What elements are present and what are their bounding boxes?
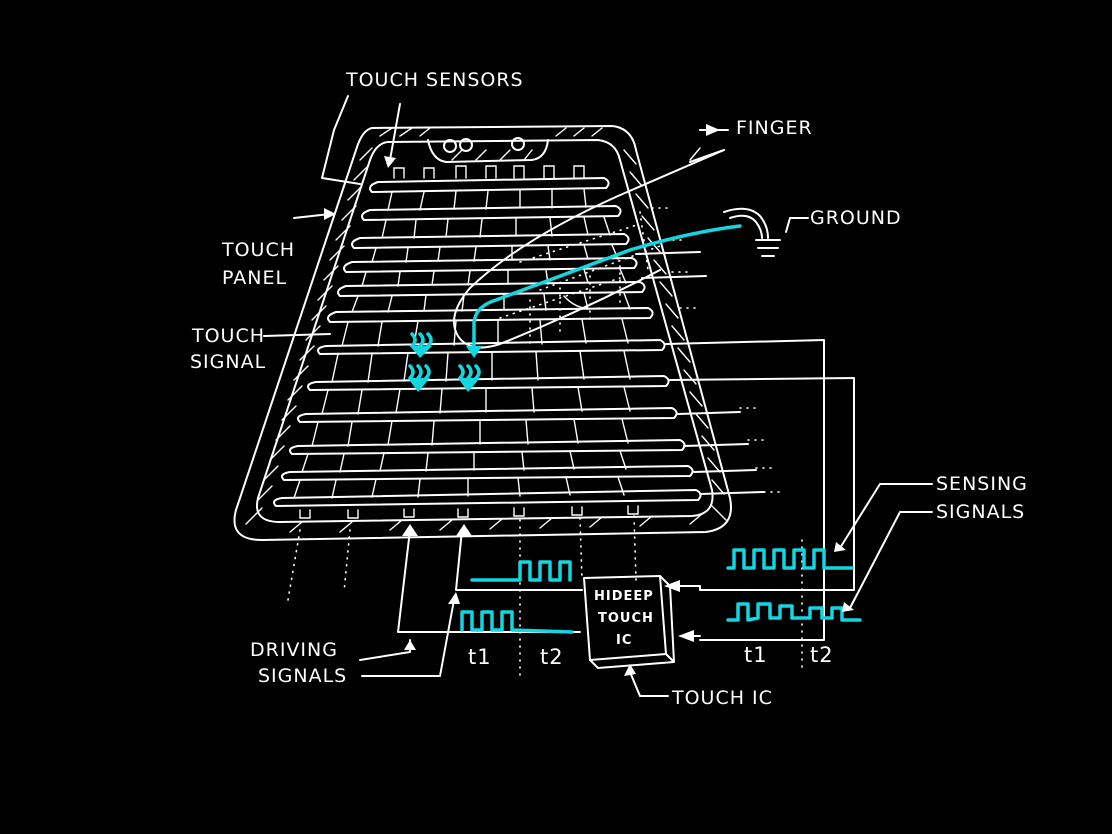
touch-panel-body — [233, 125, 732, 541]
wiring — [397, 251, 855, 642]
driving-waveform-upper — [470, 560, 572, 582]
label-ground: GROUND — [810, 207, 902, 229]
label-driving-signals-2: SIGNALS — [258, 665, 347, 687]
label-sensing-signals-1: SENSING — [936, 473, 1028, 495]
label-sensing-signals-2: SIGNALS — [936, 501, 1025, 523]
label-pointers — [263, 95, 933, 697]
arrow-head-icon — [408, 364, 431, 392]
timing-right-t2: t2 — [810, 643, 834, 667]
touch-signal-arrows — [408, 332, 481, 392]
timing-left-t1: t1 — [468, 645, 492, 669]
label-touch-sensors: TOUCH SENSORS — [345, 69, 524, 91]
driving-waveform-lower — [460, 610, 574, 634]
sensor-grid — [273, 165, 803, 681]
finger-outline-icon — [453, 147, 725, 349]
timing-left-t2: t2 — [540, 645, 564, 669]
label-touch-ic: TOUCH IC — [671, 687, 773, 709]
speaker-notch — [379, 127, 603, 163]
label-driving-signals-1: DRIVING — [250, 639, 338, 661]
chip-line-2: TOUCH — [598, 611, 654, 626]
ground-symbol-icon — [723, 207, 781, 257]
touch-current-path — [466, 224, 742, 358]
sensing-waveform-lower — [726, 602, 862, 622]
label-finger: FINGER — [736, 117, 813, 139]
label-touch-signal-2: SIGNAL — [190, 351, 266, 373]
label-touch-panel-2: PANEL — [222, 267, 287, 289]
sensing-waveform-upper — [726, 548, 854, 570]
bezel-hatching — [245, 147, 727, 533]
label-touch-panel-1: TOUCH — [221, 239, 295, 261]
chip-line-1: HIDEEP — [594, 589, 654, 604]
label-touch-signal-1: TOUCH — [191, 325, 265, 347]
hideep-touch-ic-chip: HIDEEP TOUCH IC — [583, 575, 675, 669]
chip-line-3: IC — [616, 633, 632, 648]
arrow-head-icon — [410, 332, 433, 358]
arrow-head-icon — [458, 364, 481, 392]
timing-right-t1: t1 — [744, 643, 768, 667]
